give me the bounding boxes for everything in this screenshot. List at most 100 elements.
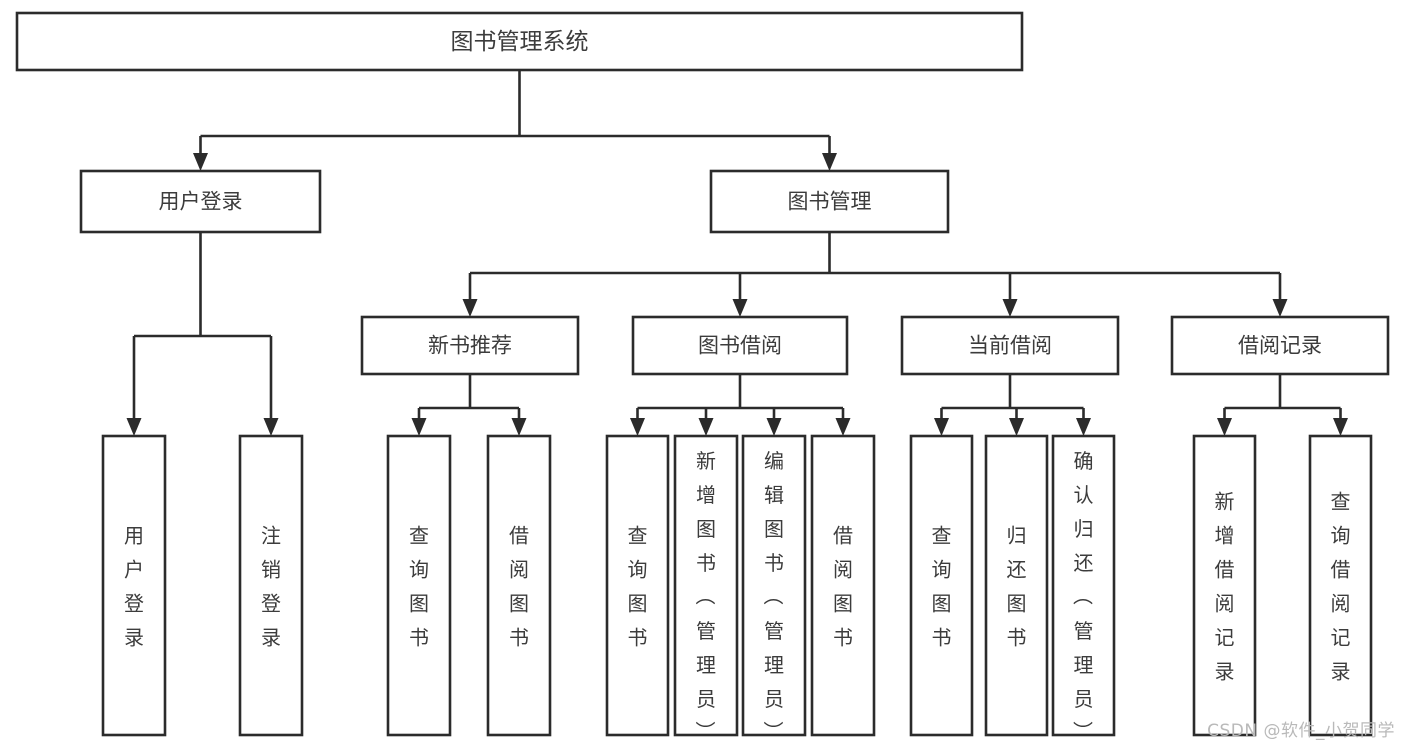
node-l2_book[interactable]: 图书管理	[709, 169, 950, 234]
node-label-char: 辑	[764, 483, 784, 507]
node-l4_d3[interactable]: 确认归还（管理员）	[1051, 434, 1116, 745]
node-box	[15, 11, 1024, 72]
connector-layer	[126, 70, 1348, 436]
node-label-char: 图	[1007, 591, 1027, 615]
node-label-char: 编	[764, 449, 784, 473]
node-label-char: 认	[1074, 483, 1094, 507]
node-label: 图书管理	[788, 190, 872, 214]
node-label-char: 阅	[509, 557, 529, 581]
node-l4_d1[interactable]: 查询图书	[909, 434, 974, 737]
node-label-char: 阅	[833, 557, 853, 581]
node-label-char: 借	[509, 523, 529, 547]
node-label: 新增借阅记录	[1215, 489, 1235, 683]
node-box	[360, 315, 580, 376]
node-label-char: 还	[1007, 557, 1027, 581]
node-label-char: 查	[932, 523, 952, 547]
node-label: 新书推荐	[428, 334, 512, 358]
node-label: 图书借阅	[698, 334, 782, 358]
node-box	[900, 315, 1120, 376]
node-l4_a2[interactable]: 注销登录	[238, 434, 304, 737]
node-l4_c3[interactable]: 编辑图书（管理员）	[741, 434, 807, 745]
node-l4_a1[interactable]: 用户登录	[101, 434, 167, 737]
node-label-char: 归	[1074, 517, 1094, 541]
node-label-char: 确	[1074, 449, 1094, 473]
node-l4_b2[interactable]: 借阅图书	[486, 434, 552, 737]
node-label-char: 询	[932, 557, 952, 581]
node-label-char: 图	[628, 591, 648, 615]
node-label: 注销登录	[261, 523, 281, 649]
node-l4_c1[interactable]: 查询图书	[605, 434, 670, 737]
node-label-char: 阅	[1331, 591, 1351, 615]
node-label-char: 书	[628, 625, 648, 649]
node-label-char: 书	[764, 551, 784, 575]
node-box	[810, 434, 876, 737]
node-l3_new[interactable]: 新书推荐	[360, 315, 580, 376]
node-label-char: 管	[696, 619, 716, 643]
node-box	[1051, 434, 1116, 737]
node-l3_record[interactable]: 借阅记录	[1170, 315, 1390, 376]
node-label-char: 图	[696, 517, 716, 541]
node-label-char: 用	[124, 523, 144, 547]
node-l2_user[interactable]: 用户登录	[79, 169, 322, 234]
arrow-head-icon	[1333, 418, 1348, 436]
node-label-char: 书	[1007, 625, 1027, 649]
node-box	[386, 434, 452, 737]
node-label-char: （	[695, 585, 716, 609]
arrow-head-icon	[1217, 418, 1232, 436]
node-label-char: 新	[696, 449, 716, 473]
node-box	[238, 434, 304, 737]
node-label-char: 书	[409, 625, 429, 649]
node-label-char: 查	[1331, 489, 1351, 513]
node-box	[631, 315, 849, 376]
node-label: 确认归还（管理员）	[1073, 449, 1094, 745]
arrow-head-icon	[126, 418, 142, 436]
node-label-char: 还	[1074, 551, 1094, 575]
node-box	[79, 169, 322, 234]
node-label: 编辑图书（管理员）	[763, 449, 784, 745]
node-box	[605, 434, 670, 737]
node-label: 查询图书	[932, 523, 952, 649]
node-l4_e1[interactable]: 新增借阅记录	[1192, 434, 1257, 737]
node-label-char: 借	[1215, 557, 1235, 581]
node-l3_borrow[interactable]: 图书借阅	[631, 315, 849, 376]
node-box	[486, 434, 552, 737]
node-l4_c4[interactable]: 借阅图书	[810, 434, 876, 737]
node-label-char: 询	[409, 557, 429, 581]
arrow-head-icon	[698, 418, 714, 436]
node-label-char: 图	[509, 591, 529, 615]
arrow-head-icon	[1009, 418, 1024, 436]
node-l3_current[interactable]: 当前借阅	[900, 315, 1120, 376]
node-label-char: 新	[1215, 489, 1235, 513]
node-label-char: 增	[1215, 523, 1235, 547]
node-label-char: 图	[764, 517, 784, 541]
node-label-char: 销	[261, 557, 281, 581]
arrow-head-icon	[1002, 299, 1018, 317]
arrow-head-icon	[263, 418, 279, 436]
node-label-char: 员	[1074, 687, 1094, 711]
node-label-char: 图	[932, 591, 952, 615]
node-label-char: 图	[409, 591, 429, 615]
node-l4_b1[interactable]: 查询图书	[386, 434, 452, 737]
node-label-char: （	[763, 585, 784, 609]
arrow-head-icon	[511, 418, 527, 436]
node-label-char: 借	[1331, 557, 1351, 581]
node-l4_d2[interactable]: 归还图书	[984, 434, 1049, 737]
node-l4_c2[interactable]: 新增图书（管理员）	[673, 434, 739, 745]
node-box	[741, 434, 807, 737]
node-label-char: 录	[124, 625, 144, 649]
arrow-head-icon	[822, 153, 837, 171]
node-label: 用户登录	[159, 190, 243, 214]
node-root[interactable]: 图书管理系统	[15, 11, 1024, 72]
node-l4_e2[interactable]: 查询借阅记录	[1308, 434, 1373, 737]
node-label-char: 录	[1215, 659, 1235, 683]
arrow-head-icon	[766, 418, 782, 436]
node-box	[709, 169, 950, 234]
node-label-char: 理	[696, 653, 716, 677]
node-label-char: 记	[1331, 625, 1351, 649]
node-label-char: 理	[1074, 653, 1094, 677]
node-label-char: 归	[1007, 523, 1027, 547]
node-label-char: 询	[1331, 523, 1351, 547]
node-label: 归还图书	[1007, 523, 1027, 649]
